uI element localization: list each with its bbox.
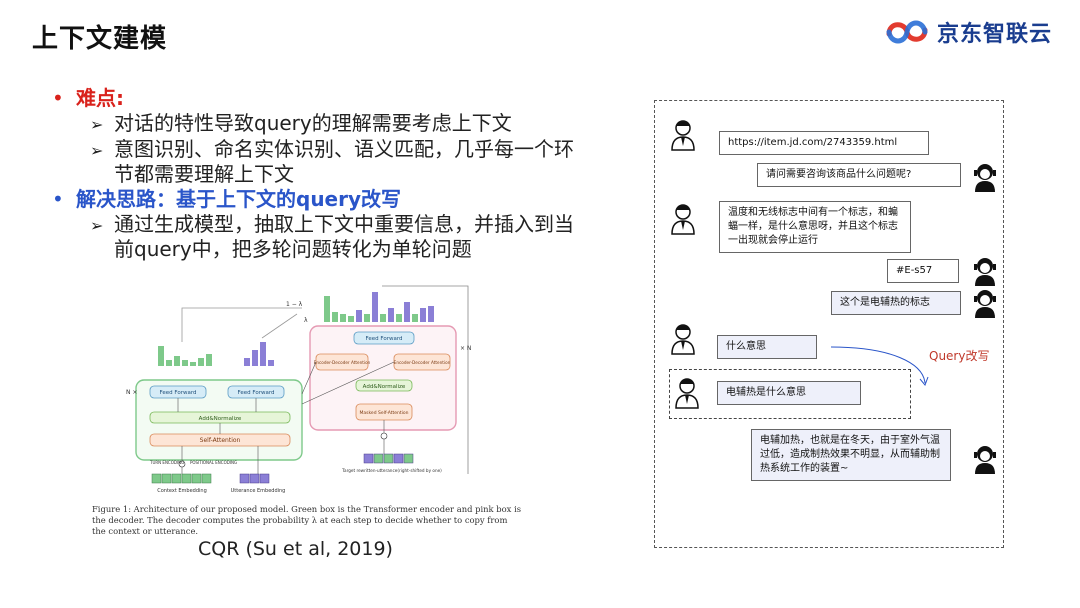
difficulty-item: ➢ 意图识别、命名实体识别、语义匹配，几乎每一个环节都需要理解上下文 [52,137,582,187]
logo-text: 京东智联云 [936,22,1052,47]
arrow-bullet-icon: ➢ [90,141,104,160]
agent-avatar-icon [974,258,996,286]
decoder-addnorm: Add&Normalize [363,384,406,390]
encoder-ff-right: Feed Forward [238,390,275,396]
utterance-embedding-cells [239,473,270,484]
agent-avatar-icon [974,290,996,318]
difficulty-item-text: 对话的特性导致query的理解需要考虑上下文 [114,111,512,135]
solution-item: ➢ 通过生成模型，抽取上下文中重要信息，并插入到当前query中，把多轮问题转化… [52,212,582,262]
utterance-attention-bars [244,342,274,366]
chat-message: 这个是电辅热的标志 [831,291,961,315]
customer-avatar-icon [671,204,695,235]
encoder-nx-label: N × [126,389,137,396]
agent-avatar-icon [974,446,996,474]
chat-message: 电辅加热，也就是在冬天，由于室外气温过低，造成制热效果不明显，从而辅助制热系统工… [751,429,951,481]
chat-message: #E-s57 [887,259,959,283]
bullet-dot-icon: • [52,86,64,110]
positional-encoding-label: POSITIONAL ENCODING [190,460,237,465]
context-embedding-cells [151,473,212,484]
rewritten-query-box [669,369,911,419]
chat-message: 请问需要咨询该商品什么问题呢? [757,163,961,187]
company-logo: 京东智联云 [883,16,1052,48]
slide-title: 上下文建模 [32,24,168,54]
solution-item-text: 通过生成模型，抽取上下文中重要信息，并插入到当前query中，把多轮问题转化为单… [114,212,574,261]
figure-citation: CQR (Su et al, 2019) [198,538,393,560]
target-embedding-cells [363,453,414,464]
decoder-box [309,325,457,431]
encoder-addnorm: Add&Normalize [199,416,242,422]
context-attention-bars [158,346,212,366]
loop-label: 1 − λ [286,301,303,308]
context-embedding-label: Context Embedding [157,488,207,494]
jd-cloud-logo-icon [886,20,928,44]
arrow-bullet-icon: ➢ [90,115,104,134]
bullet-dot-icon: • [52,187,64,211]
target-label: Target rewritten-utterance(right-shifted… [341,468,442,473]
decoder-encdec-left: Encoder-Decoder Attention [314,360,371,365]
bullet-list: • 难点: ➢ 对话的特性导致query的理解需要考虑上下文 ➢ 意图识别、命名… [52,86,582,262]
chat-message: 什么意思 [717,335,817,359]
decoder-ff: Feed Forward [366,336,403,342]
customer-avatar-icon [671,324,695,355]
difficulty-bullet: • 难点: [52,86,582,111]
agent-avatar-icon [974,164,996,192]
customer-avatar-icon [675,378,699,409]
figure-caption: Figure 1: Architecture of our proposed m… [92,504,522,536]
decoder-encdec-right: Encoder-Decoder Attention [394,360,451,365]
encoder-ff-left: Feed Forward [160,390,197,396]
utterance-embedding-label: Utterance Embedding [231,488,286,494]
chat-message: https://item.jd.com/2743359.html [719,131,929,155]
turn-encoding-label: TURN ENCODING [149,460,184,465]
customer-avatar-icon [671,120,695,151]
chat-message: 电辅热是什么意思 [717,381,861,405]
output-bars [324,292,434,322]
query-rewrite-label: Query改写 [929,349,990,363]
architecture-figure: 1 − λ λ N × Feed Forward Feed Forward Ad… [92,284,512,534]
arrow-bullet-icon: ➢ [90,216,104,235]
solution-title: 解决思路：基于上下文的query改写 [76,187,402,211]
difficulty-item-text: 意图识别、命名实体识别、语义匹配，几乎每一个环节都需要理解上下文 [114,137,574,186]
solution-bullet: • 解决思路：基于上下文的query改写 [52,187,582,212]
decoder-nx-label: × N [460,345,471,352]
difficulty-title: 难点: [76,86,124,110]
lambda-label: λ [304,317,308,324]
chat-message: 温度和无线标志中间有一个标志，和蝙蝠一样，是什么意思呀，并且这个标志一出现就会停… [719,201,911,253]
difficulty-item: ➢ 对话的特性导致query的理解需要考虑上下文 [52,111,582,137]
encoder-self-attention: Self-Attention [200,437,241,444]
chat-dialogue-panel: https://item.jd.com/2743359.html 请问需要咨询该… [654,100,1004,548]
decoder-masked-attention: Masked Self-Attention [360,410,409,416]
rewrite-arrow [830,346,929,386]
